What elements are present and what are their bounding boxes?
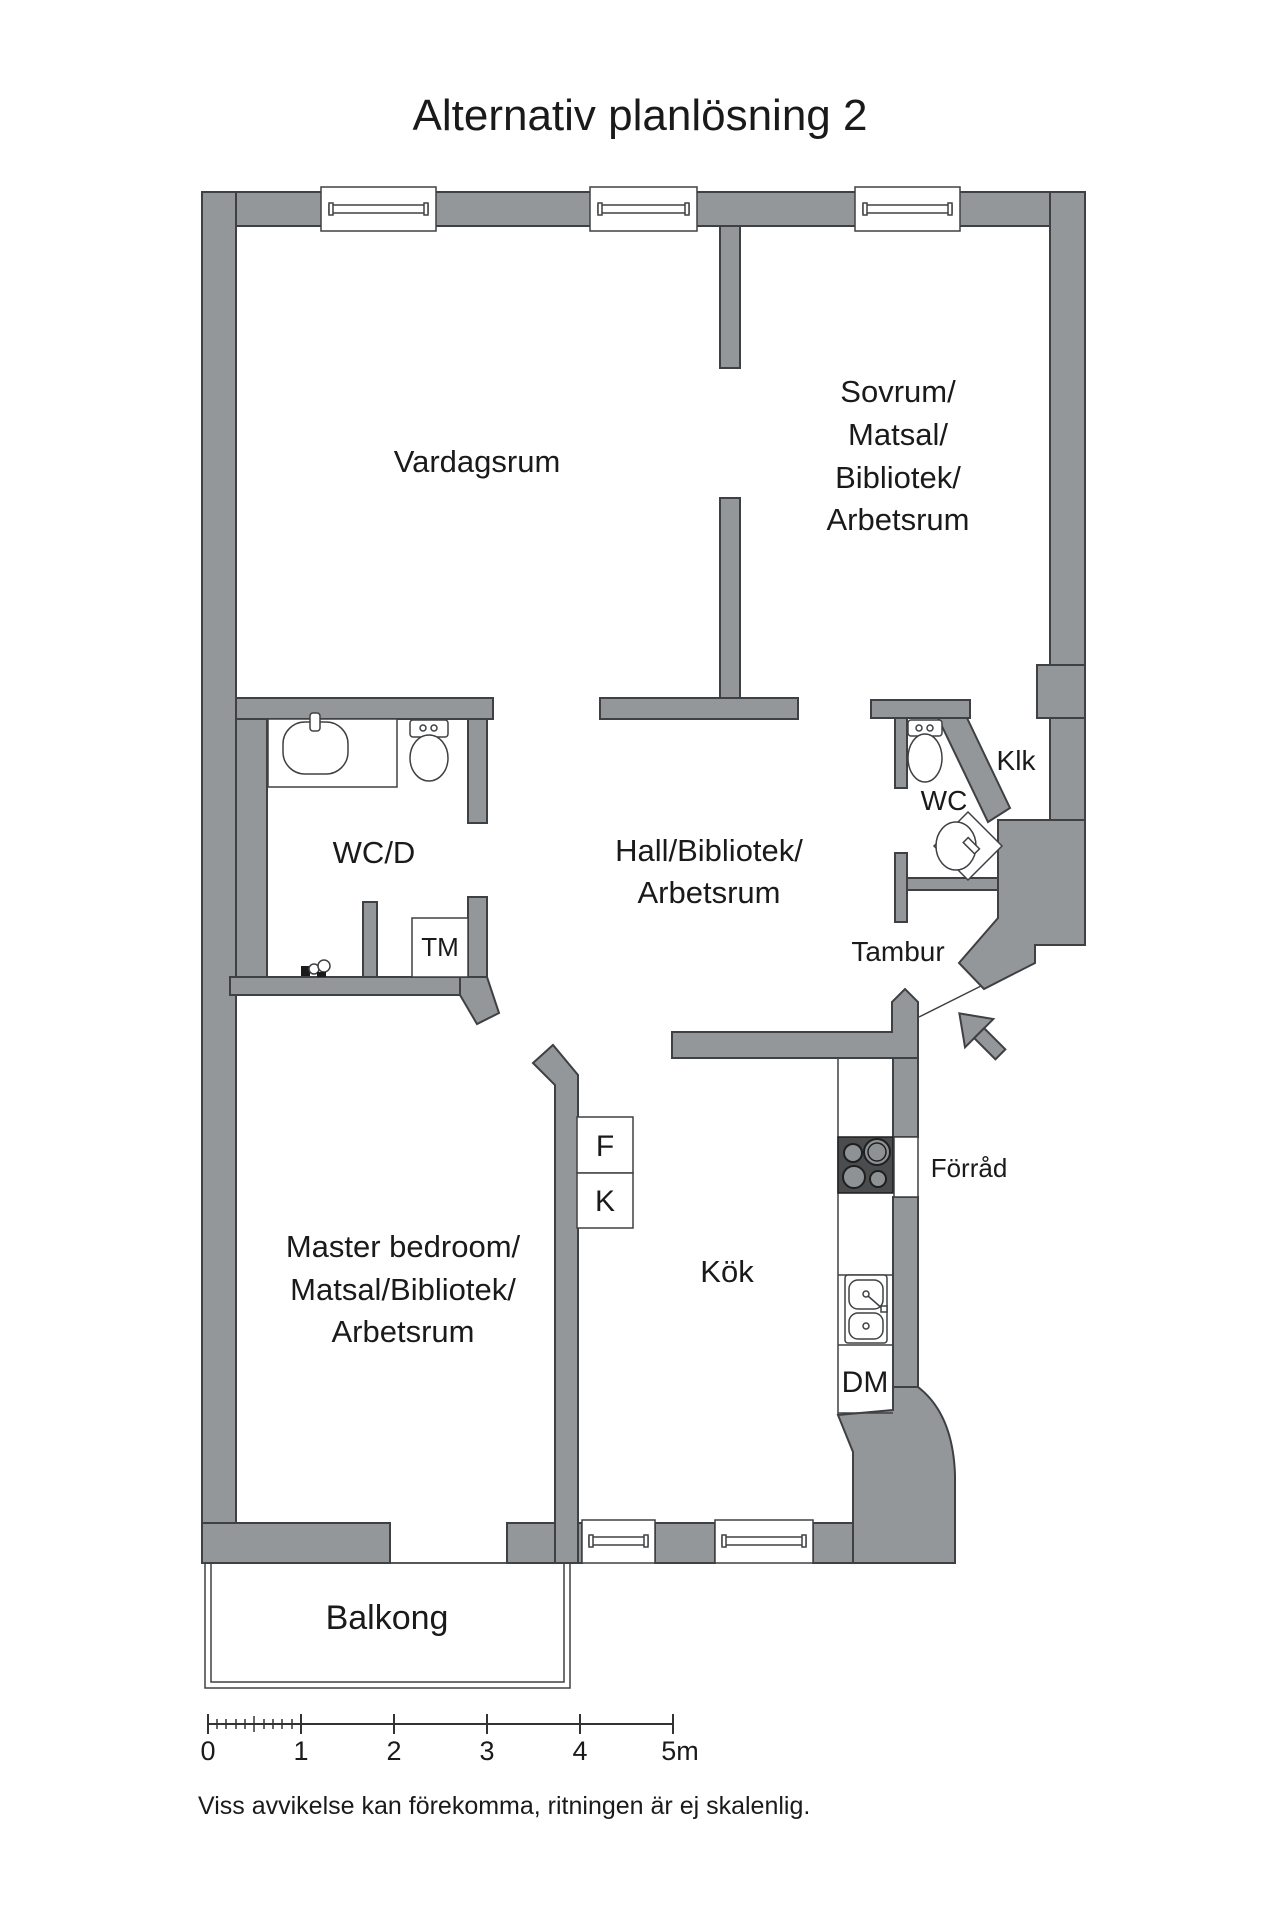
- disclaimer-text: Viss avvikelse kan förekomma, ritningen …: [198, 1792, 810, 1820]
- wcd-sink-faucet-icon: [309, 712, 321, 732]
- kitchen-right-wall-lower: [892, 1196, 919, 1388]
- wcd-toilet-icon: [409, 719, 449, 782]
- fridge-freezer-boxes: F K: [576, 1116, 634, 1229]
- window-top-2: [589, 186, 698, 232]
- svg-text:Hall/Bibliotek/: Hall/Bibliotek/: [615, 833, 803, 868]
- shower-drain-icon: [301, 959, 331, 977]
- wcd-bottom-wall: [229, 976, 461, 996]
- left-wall-thick-section: [235, 699, 268, 996]
- entry-door-line: [918, 985, 982, 1018]
- room-label-tambur: Tambur: [851, 936, 944, 967]
- window-bottom-2: [714, 1519, 814, 1564]
- room-label-master: Master bedroom/ Matsal/Bibliotek/ Arbets…: [286, 1229, 521, 1349]
- freezer-box: [576, 1172, 634, 1229]
- washing-machine-box: [411, 917, 469, 978]
- entry-arrow-icon: [958, 1012, 1007, 1061]
- wcd-right-wall-lower: [467, 896, 488, 978]
- kitchen-left-wall: [531, 1043, 579, 1564]
- left-wall: [201, 191, 237, 1564]
- scale-tick-1: 1: [293, 1736, 308, 1766]
- hall-wall-left: [235, 697, 494, 720]
- wc-bottom-wall: [906, 877, 999, 891]
- sovrum-door-wall: [870, 699, 971, 719]
- svg-text:Arbetsrum: Arbetsrum: [638, 875, 781, 910]
- room-label-hall: Hall/Bibliotek/ Arbetsrum: [615, 833, 803, 910]
- wc-fixtures: [907, 719, 1004, 882]
- window-bottom-1: [581, 1519, 656, 1564]
- living-bedroom-divider-lower: [719, 497, 741, 701]
- walls: [201, 191, 1086, 1564]
- room-label-wc: WC: [921, 785, 968, 816]
- balcony-label: Balkong: [326, 1599, 449, 1637]
- right-wall-step: [1036, 664, 1086, 719]
- bottom-wall-right: [812, 1522, 859, 1564]
- svg-text:Arbetsrum: Arbetsrum: [332, 1314, 475, 1349]
- klk-diagonal-wall: [936, 717, 1012, 824]
- forrad-door: [893, 1136, 919, 1198]
- kitchen-top-wall: [671, 987, 919, 1106]
- wc-left-wall-upper: [894, 717, 908, 789]
- balcony: Balkong: [204, 1562, 571, 1689]
- wcd-right-wall-upper: [467, 718, 488, 824]
- window-top-3: [854, 186, 961, 232]
- right-wall-upper: [1049, 191, 1086, 666]
- kitchen-sink-icon: [844, 1274, 888, 1344]
- svg-text:Master bedroom/: Master bedroom/: [286, 1229, 521, 1264]
- wcd-interior-stub-wall: [362, 901, 378, 978]
- scale-tick-2: 2: [386, 1736, 401, 1766]
- entry-wall-block: [957, 819, 1086, 991]
- room-label-vardagsrum: Vardagsrum: [394, 444, 561, 479]
- scale-tick-3: 3: [479, 1736, 494, 1766]
- svg-text:Matsal/: Matsal/: [848, 417, 948, 452]
- fridge-box: [576, 1116, 634, 1174]
- room-label-wcd: WC/D: [333, 835, 416, 870]
- bottom-wall-pier: [654, 1522, 716, 1564]
- wc-left-wall-lower: [894, 852, 908, 923]
- svg-text:Bibliotek/: Bibliotek/: [835, 460, 961, 495]
- windows: [320, 186, 961, 1564]
- wc-corner-sink-icon: [932, 810, 1004, 882]
- svg-text:Matsal/Bibliotek/: Matsal/Bibliotek/: [290, 1272, 516, 1307]
- label-forrad: Förråd: [931, 1153, 1008, 1183]
- hall-wall-right: [599, 697, 799, 720]
- page-title: Alternativ planlösning 2: [413, 91, 868, 140]
- wcd-fixtures: [267, 712, 469, 978]
- living-bedroom-divider-upper: [719, 225, 741, 369]
- room-label-sovrum: Sovrum/ Matsal/ Bibliotek/ Arbetsrum: [827, 374, 970, 537]
- bottom-wall-left: [201, 1522, 391, 1564]
- room-label-kok: Kök: [700, 1254, 754, 1289]
- scale-tick-4: 4: [572, 1736, 587, 1766]
- room-label-klk: Klk: [997, 745, 1037, 776]
- right-wall-klk: [1049, 717, 1086, 826]
- window-top-1: [320, 186, 437, 232]
- fridge-label: F: [596, 1130, 614, 1163]
- wcd-corner-diagonal-wall: [459, 976, 501, 1026]
- label-dm: DM: [842, 1366, 889, 1399]
- kitchen-right-wall-upper: [892, 1057, 919, 1138]
- scale-tick-0: 0: [200, 1736, 215, 1766]
- bottom-right-curved-wall: [836, 1386, 956, 1564]
- freezer-label: K: [595, 1185, 615, 1218]
- svg-text:Sovrum/: Sovrum/: [840, 374, 956, 409]
- scale-tick-5m: 5m: [661, 1736, 699, 1766]
- label-tm: TM: [421, 932, 459, 962]
- wc-toilet-icon: [907, 719, 943, 783]
- svg-text:Arbetsrum: Arbetsrum: [827, 502, 970, 537]
- kitchen: F K: [576, 1058, 919, 1415]
- scale-bar: 0 1 2 3 4 5m: [200, 1714, 699, 1766]
- stove-icon: [837, 1136, 894, 1194]
